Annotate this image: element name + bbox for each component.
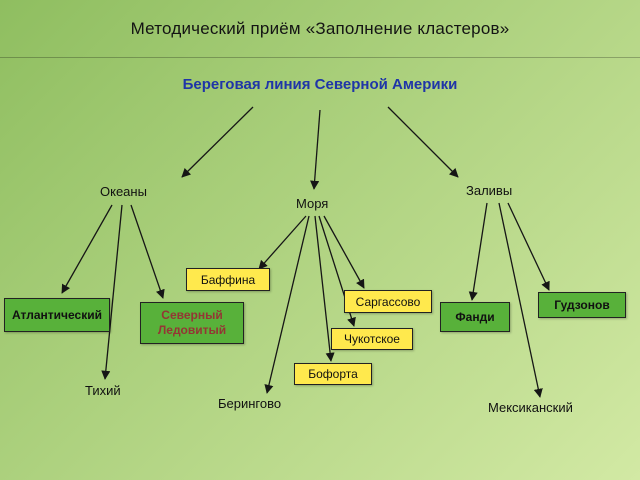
slide-title: Методический приём «Заполнение кластеров…	[130, 18, 510, 38]
arrow-seas-baffin	[258, 215, 307, 270]
arrow-bays-mexican	[498, 202, 543, 398]
arrow-heading-seas	[310, 109, 321, 190]
arrow-bays-fundy	[468, 202, 488, 301]
slide-title-bar: Методический приём «Заполнение кластеров…	[0, 0, 640, 58]
node-bering-sea: Берингово	[218, 396, 282, 411]
node-beaufort-sea: Бофорта	[294, 363, 372, 385]
arrow-bays-hudson	[507, 202, 550, 291]
category-oceans: Океаны	[100, 184, 147, 199]
node-arctic-ocean: Северный Ледовитый	[140, 302, 244, 344]
node-baffin-sea: Баффина	[186, 268, 270, 291]
node-fundy-bay: Фанди	[440, 302, 510, 332]
node-mexican-gulf: Мексиканский	[488, 400, 573, 415]
arrow-heading-oceans	[181, 106, 254, 178]
node-chukchi-sea: Чукотское	[331, 328, 413, 350]
node-hudson-bay: Гудзонов	[538, 292, 626, 318]
arrow-oceans-arctic	[130, 204, 165, 299]
category-seas: Моря	[296, 196, 329, 211]
arrow-oceans-pacific	[101, 204, 123, 380]
category-bays: Заливы	[466, 183, 513, 198]
node-pacific-ocean: Тихий	[85, 383, 121, 398]
arrow-oceans-atlantic	[61, 204, 113, 294]
node-atlantic-ocean: Атлантический	[4, 298, 110, 332]
node-sargasso-sea: Саргассово	[344, 290, 432, 313]
arrow-seas-beaufort	[314, 215, 335, 362]
arrow-heading-bays	[387, 106, 459, 178]
diagram-heading: Береговая линия Северной Америки	[182, 76, 458, 93]
arrow-seas-sargasso	[323, 215, 365, 289]
